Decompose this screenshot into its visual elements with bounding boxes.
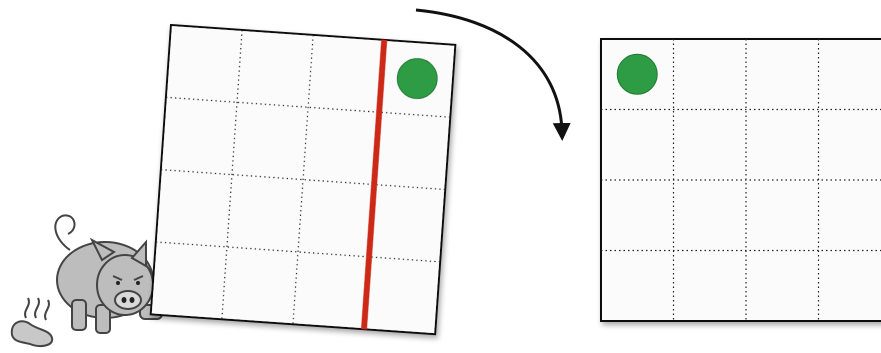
pig-ear [89,237,116,262]
grid-line-vertical [221,29,243,320]
pig-leg [71,299,87,331]
shoe [10,320,54,347]
grid-line-vertical [292,34,314,325]
shoe-illustration [10,297,54,347]
green-token [396,58,438,100]
red-divider-line [361,39,388,330]
stink-line [34,297,40,319]
right-grid-board [600,38,881,322]
pig-snout [114,290,142,310]
pig-tail [54,214,76,251]
curved-arrow [415,8,571,141]
stink-line [44,299,50,321]
pig-illustration [54,214,163,334]
left-grid-board [149,23,457,336]
stink-line [24,297,30,319]
pig-ear [130,239,147,268]
right-board-gridlines [601,39,881,321]
green-token [616,53,658,95]
